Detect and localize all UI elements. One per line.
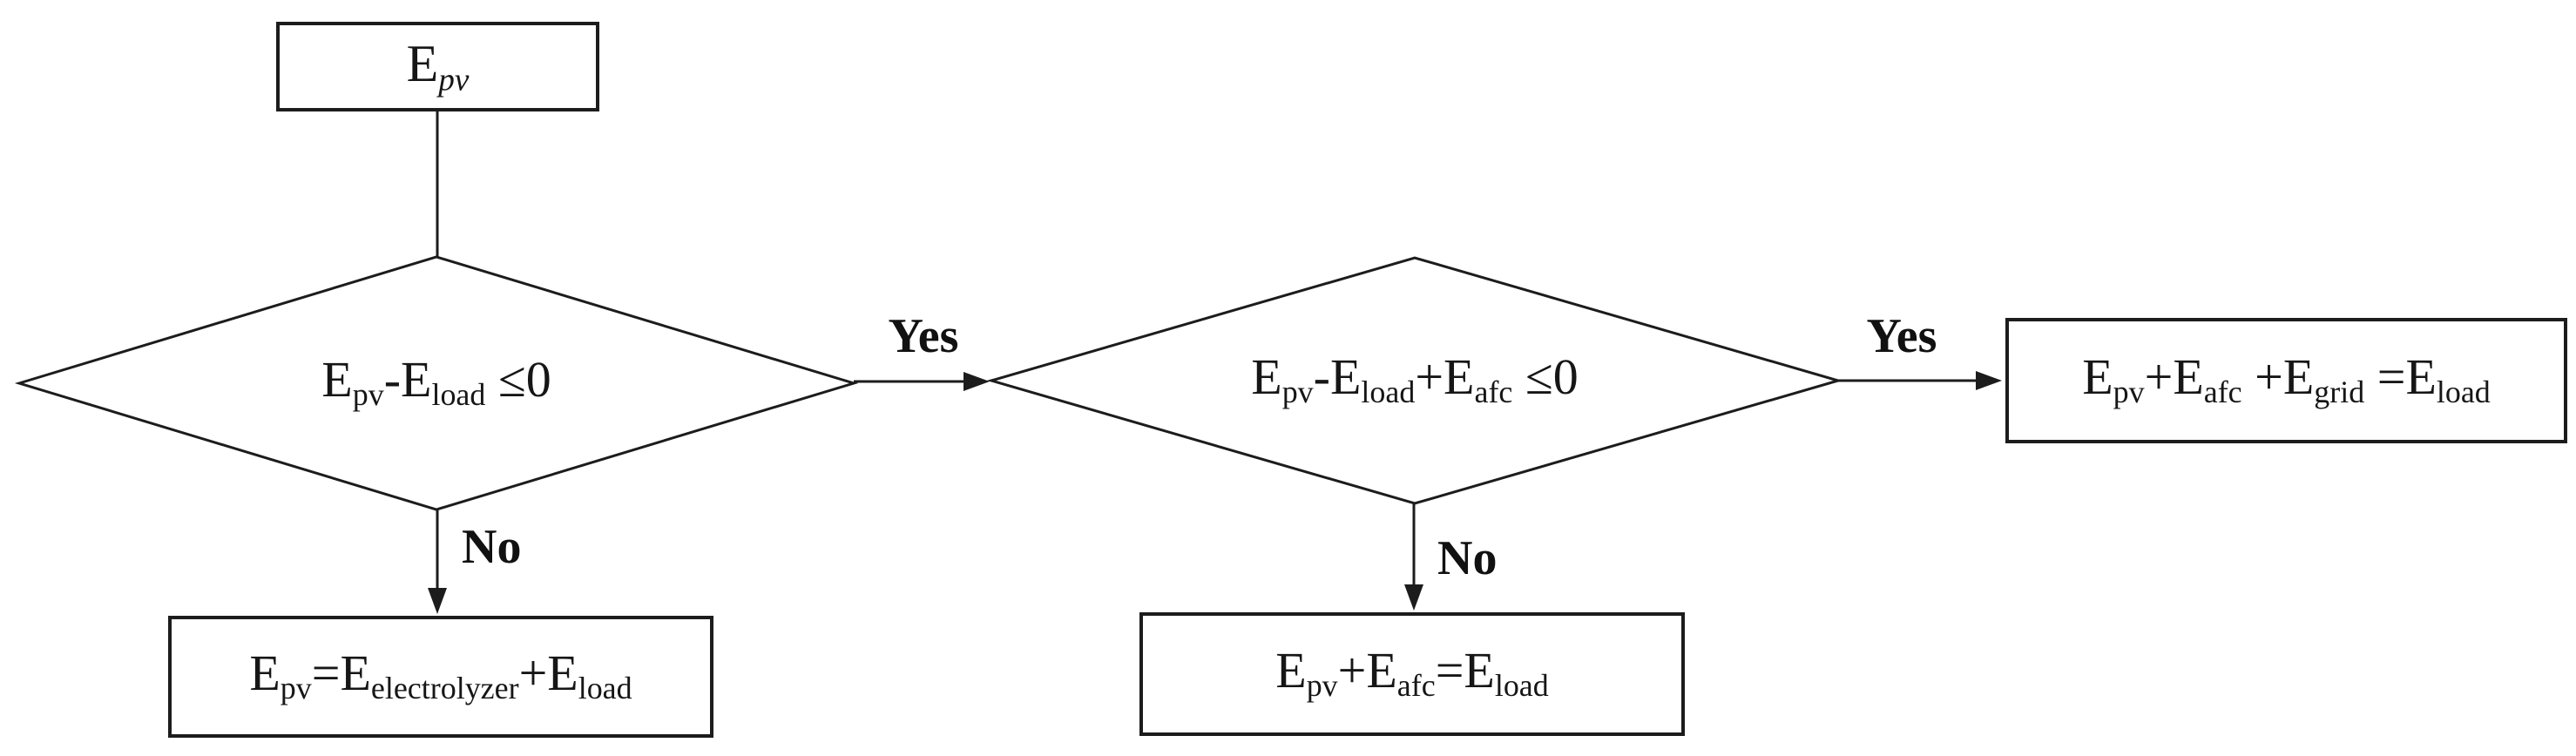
decision2-diamond-shape [986,256,1843,505]
edge-label-no1: No [462,520,522,574]
arrowhead-yes2-icon [1976,371,2002,390]
afc-result-box: Epv+Eafc=Eload [1139,612,1685,736]
edge-label-yes1: Yes [888,309,959,363]
start-box-label: Epv [406,34,470,98]
arrowhead-yes1-icon [963,372,990,391]
electrolyzer-result-label: Epv=Eelectrolyzer+Eload [249,645,632,706]
arrowhead-no2-icon [1404,584,1423,611]
edge-label-no2: No [1437,531,1498,585]
start-box: Epv [276,22,599,111]
grid-result-label: Epv+Eafc +Egrid =Eload [2082,348,2491,410]
afc-result-label: Epv+Eafc=Eload [1275,642,1549,704]
grid-result-box: Epv+Eafc +Egrid =Eload [2005,318,2567,443]
electrolyzer-result-box: Epv=Eelectrolyzer+Eload [168,616,713,738]
arrowhead-no1-icon [428,588,447,614]
edge-label-yes2: Yes [1866,309,1937,363]
decision1-diamond-shape [14,255,859,511]
